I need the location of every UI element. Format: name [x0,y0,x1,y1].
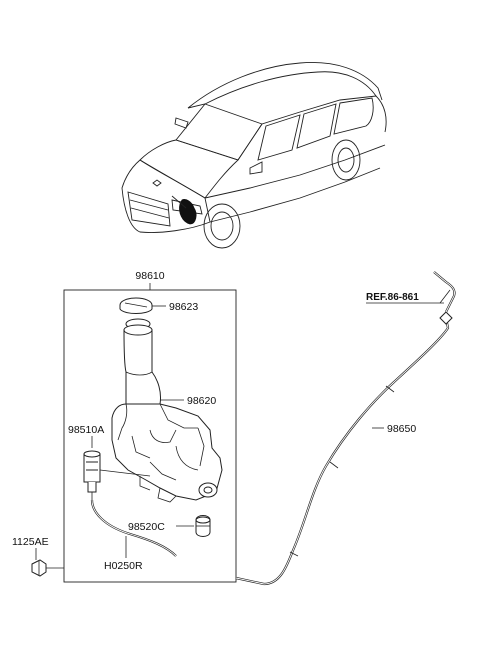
reference-leader [439,289,451,304]
reservoir-label: 98620 [187,395,216,407]
mounting-bolt [31,559,64,577]
hose-short-label: H0250R [104,560,143,572]
washer-pump [83,450,101,500]
hose-end-fitting [439,311,453,325]
pump-label: 98510A [68,424,104,436]
hose-long-label: 98650 [387,423,416,435]
reservoir-cap [119,297,153,314]
pump-grommet [195,515,211,537]
washer-reservoir [111,318,223,503]
hose-clips [289,385,395,557]
vehicle-illustration [121,62,387,249]
reference-nozzle-line [433,271,456,313]
grommet-label: 98520C [128,521,165,533]
bolt-label: 1125AE [12,536,49,548]
long-hose [235,317,450,586]
reference-label: REF.86-861 [366,292,419,303]
assembly-label: 98610 [135,270,164,282]
cap-label: 98623 [169,301,198,313]
pump-connector-line [99,469,151,477]
